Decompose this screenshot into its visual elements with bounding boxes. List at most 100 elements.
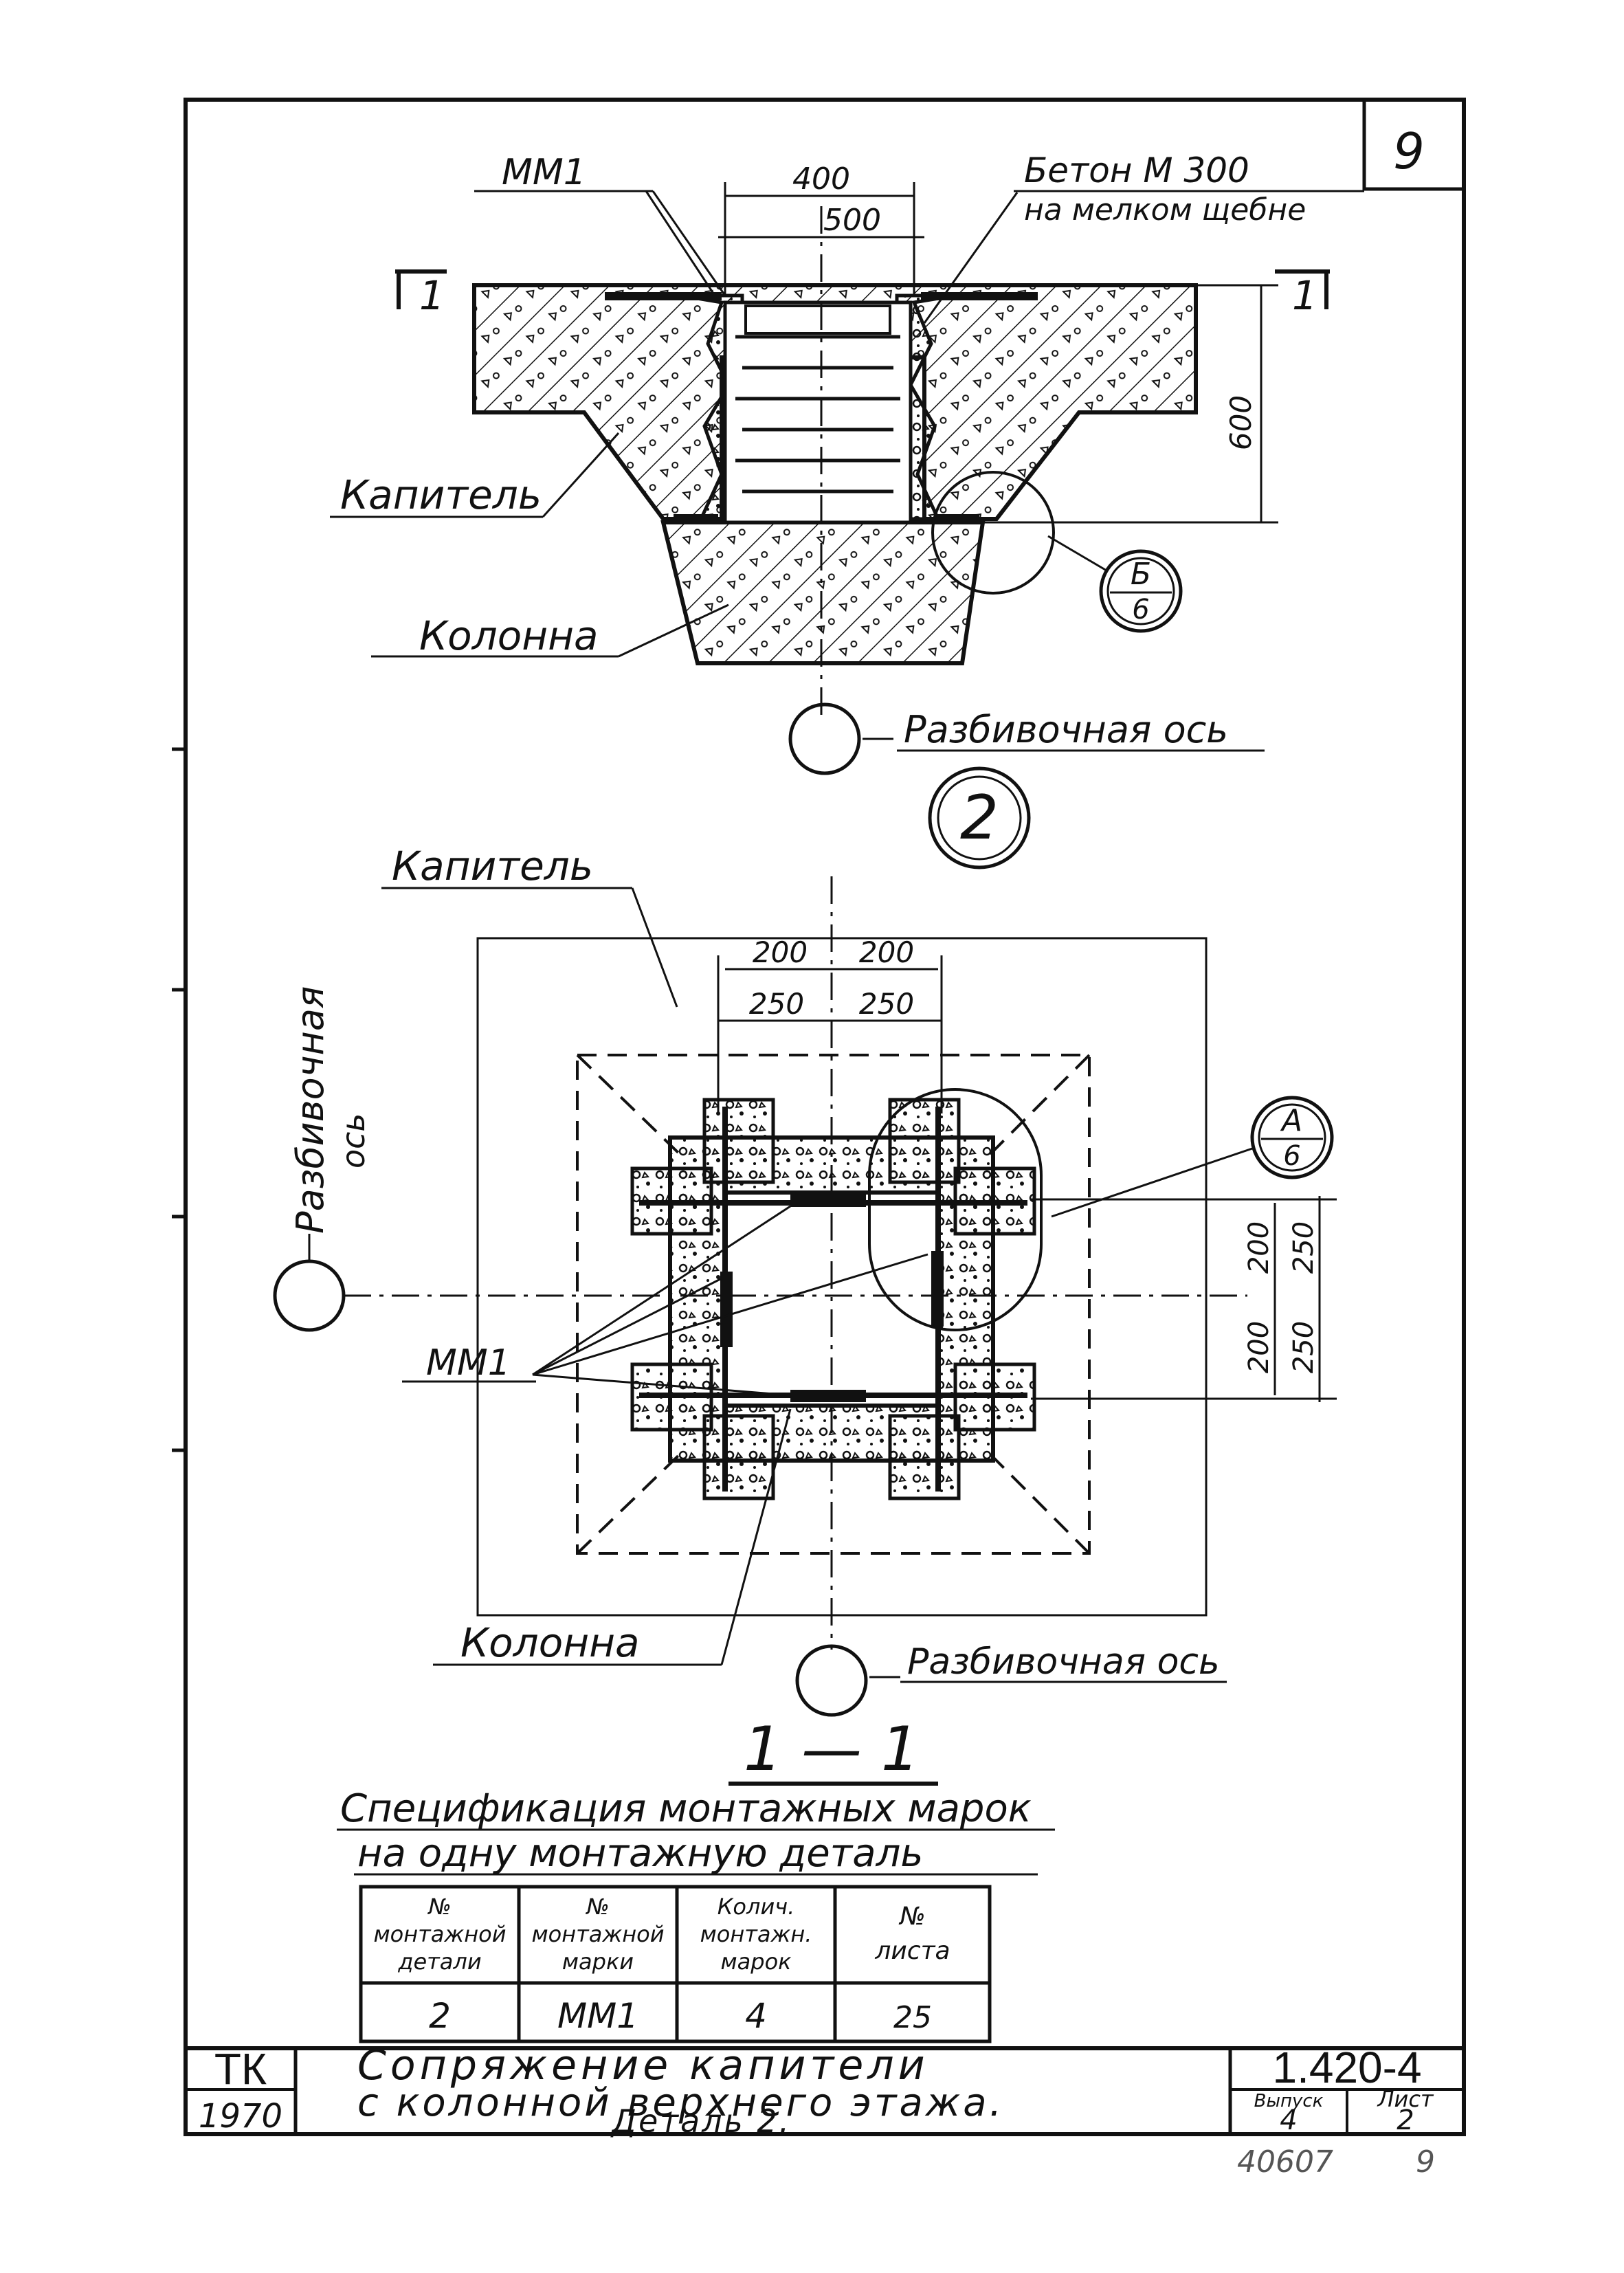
- issue-value: 4: [1280, 2105, 1297, 2136]
- plan-mm1-leader-1: [532, 1277, 722, 1376]
- plan-dim-200-right: 200: [859, 935, 914, 969]
- callout-a-tag: [1250, 1096, 1334, 1179]
- plate-north: [790, 1195, 866, 1207]
- plan-mm1-leader-2: [532, 1205, 791, 1376]
- spec-h3-l1: листа: [874, 1937, 950, 1965]
- spec-h2-l0: Колич.: [718, 1894, 795, 1920]
- plan-vdim-200-bottom: 200: [1243, 1321, 1275, 1373]
- plan-mm1-leader-4: [532, 1373, 791, 1397]
- section-axis-label: Разбивочная ось: [904, 708, 1228, 751]
- series-code: 1.420-4: [1272, 2043, 1421, 2092]
- plan-section-title: 1 — 1: [744, 1714, 920, 1784]
- drawing-title-3: Деталь 2.: [610, 2103, 791, 2140]
- plate-top-left: [605, 292, 722, 300]
- dim-400: 400: [792, 162, 850, 197]
- plan-dim-250-right: 250: [859, 987, 914, 1021]
- plan-view: 200 200 250 250 200 200 250 250 Капитель…: [273, 843, 1337, 1786]
- callout-a-bottom: 6: [1283, 1140, 1300, 1172]
- title-block: ТК 1970 Сопряжение капители с колонной в…: [186, 2041, 1464, 2140]
- spec-cell-mark: ММ1: [557, 1996, 638, 2036]
- plan-mm1-leader-3: [532, 1253, 928, 1376]
- callout-a-leader: [1051, 1146, 1255, 1218]
- inventory-number: 40607: [1237, 2144, 1333, 2180]
- plan-vdim-250-bottom: 250: [1288, 1321, 1320, 1373]
- section-mark-left: 1: [419, 272, 445, 319]
- plan-column-label: Колонна: [460, 1619, 640, 1666]
- drawing-title-2: с колонной верхнего этажа.: [357, 2081, 1004, 2125]
- sheet-frame: [183, 98, 1466, 2136]
- diag-tl: [576, 1054, 682, 1156]
- plate-mid-right: [935, 514, 979, 524]
- concrete-note-line2: на мелком щебне: [1024, 192, 1306, 228]
- concrete-leader: [923, 192, 1019, 324]
- plate-mid-left: [674, 514, 718, 524]
- spec-cell-qty: 4: [745, 1996, 767, 2036]
- spec-h0-l1: монтажной: [373, 1921, 506, 1947]
- inventory-sheet: 9: [1416, 2144, 1435, 2180]
- spec-h1-l1: монтажной: [531, 1921, 664, 1947]
- plan-vdim-200-top: 200: [1243, 1221, 1275, 1274]
- callout-a-outline: [868, 1088, 1043, 1331]
- capital-outline: [476, 937, 1208, 1617]
- plate-west: [720, 1272, 733, 1347]
- spec-h1-l0: №: [585, 1894, 609, 1920]
- detail-number-circle: [928, 766, 1031, 869]
- issue-label: Выпуск: [1254, 2091, 1324, 2111]
- dim-500: 500: [823, 203, 881, 238]
- section-mark-right: 1: [1292, 272, 1317, 319]
- plan-axis-bubble-left: [273, 1259, 346, 1332]
- plan-dim-200-left: 200: [753, 935, 808, 969]
- plate-top-right: [921, 292, 1038, 300]
- section-view: 400 500 ММ1 Бетон М 300 на мелком щебне …: [330, 151, 1364, 869]
- drawing-title-1: Сопряжение капители: [357, 2041, 929, 2089]
- callout-a-top: А: [1280, 1103, 1302, 1138]
- mm1-leader-2: [652, 190, 726, 296]
- plan-vdim-250-top: 250: [1288, 1221, 1320, 1274]
- spec-h0-l2: детали: [397, 1949, 481, 1975]
- block-tl-v: [702, 1098, 775, 1184]
- section-capital-leader: [542, 432, 620, 518]
- year: 1970: [199, 2097, 282, 2136]
- sheet-label: Лист: [1377, 2086, 1434, 2112]
- plan-column-leader: [720, 1408, 792, 1665]
- sheet-number: 9: [1393, 122, 1425, 180]
- detail-number-circle-inner: [937, 775, 1022, 861]
- org-mark: ТК: [214, 2044, 267, 2094]
- callout-b-tag: [1099, 549, 1183, 633]
- concrete-note-line1: Бетон М 300: [1024, 151, 1249, 190]
- plate-east: [931, 1251, 944, 1327]
- sheet-value: 2: [1397, 2105, 1414, 2136]
- detail-number: 2: [960, 782, 999, 853]
- plan-axis-label: Разбивочная ось: [907, 1641, 1220, 1683]
- mm1-leader-1: [645, 190, 716, 296]
- dim-600: 600: [1224, 395, 1258, 450]
- sheet-number-box: [1362, 98, 1466, 191]
- spec-h3-l0: №: [898, 1903, 925, 1931]
- section-capital-label: Капитель: [340, 472, 542, 518]
- section-mm1-label: ММ1: [502, 152, 586, 193]
- callout-b-circle: [931, 471, 1055, 595]
- plan-dim-250-left: 250: [749, 987, 804, 1021]
- plan-axis-vertical-label-1: Разбивочная: [289, 986, 332, 1234]
- spec-h2-l2: марок: [721, 1949, 792, 1975]
- spec-title-2: на одну монтажную деталь: [357, 1831, 923, 1876]
- spec-h0-l0: №: [427, 1894, 451, 1920]
- callout-b-leader: [1047, 535, 1107, 572]
- section-column-leader: [618, 603, 729, 658]
- callout-b-tag-inner: [1106, 557, 1175, 625]
- diag-bl: [576, 1452, 682, 1555]
- plan-mm1-label: ММ1: [426, 1342, 511, 1384]
- callout-a-tag-inner: [1258, 1103, 1326, 1172]
- plan-capital-leader: [631, 887, 678, 1008]
- plan-axis-vertical-label-2: ось: [335, 1113, 372, 1168]
- spec-title-1: Спецификация монтажных марок: [340, 1786, 1032, 1831]
- spec-cell-sheet: 25: [893, 2000, 932, 2035]
- block-bl-v: [702, 1414, 775, 1500]
- block-tr-v: [888, 1098, 961, 1184]
- section-axis-bubble: [788, 702, 861, 775]
- callout-b-bottom: 6: [1132, 594, 1149, 625]
- plate-south: [790, 1390, 866, 1402]
- capital-base-dashed: [576, 1054, 1091, 1555]
- block-br-v: [888, 1414, 961, 1500]
